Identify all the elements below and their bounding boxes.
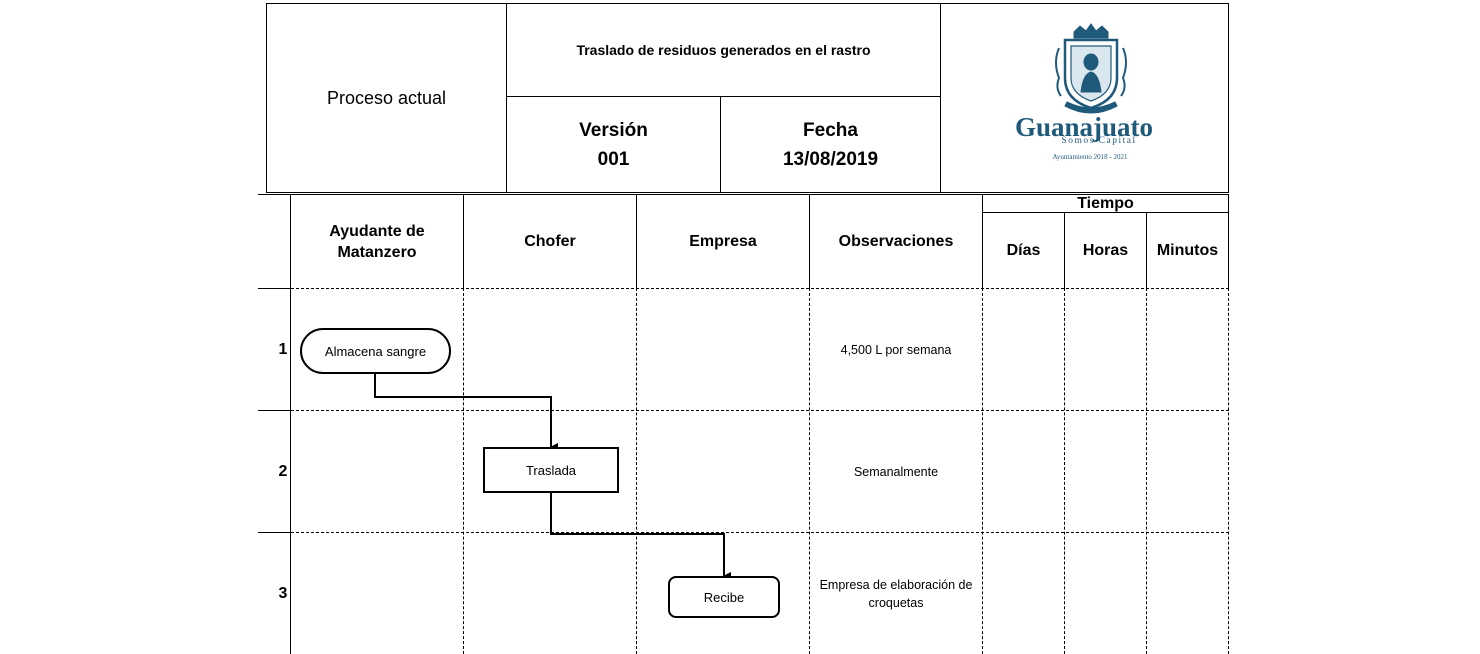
logo-wordmark: Guanajuato xyxy=(1015,112,1153,142)
logo-cell: Guanajuato Somos Capital Ayuntamiento 20… xyxy=(940,3,1229,193)
flow-node-traslada: Traslada xyxy=(483,447,619,493)
version-value: 001 xyxy=(597,148,630,170)
grid-line xyxy=(258,194,1229,195)
grid-line xyxy=(291,288,1229,289)
logo-tagline: Somos Capital xyxy=(1061,136,1136,146)
grid-line xyxy=(809,194,810,288)
grid-line xyxy=(1228,194,1229,288)
process-label: Proceso actual xyxy=(326,87,447,108)
grid-line xyxy=(1064,212,1065,288)
grid-line xyxy=(1064,288,1065,654)
grid-line xyxy=(258,288,291,289)
connector-arrow xyxy=(550,492,731,580)
grid-line xyxy=(291,410,1229,411)
logo-footer: Ayuntamiento 2018 - 2021 xyxy=(1053,153,1128,161)
grid-line xyxy=(463,194,464,288)
grid-line xyxy=(463,288,464,654)
grid-line xyxy=(636,288,637,654)
grid-line xyxy=(258,410,291,411)
row-number: 1 xyxy=(278,340,288,358)
grid-line xyxy=(290,194,291,654)
guanajuato-logo: Guanajuato Somos Capital Ayuntamiento 20… xyxy=(1015,23,1153,161)
row-number: 2 xyxy=(278,462,288,480)
column-header-minutos: Minutos xyxy=(1156,242,1219,259)
observation-cell: Semanalmente xyxy=(853,464,939,479)
column-header-horas: Horas xyxy=(1082,242,1129,259)
column-header-observaciones: Observaciones xyxy=(838,233,954,250)
observation-cell: Empresa de elaboración de croquetas xyxy=(819,577,973,610)
grid-line xyxy=(291,532,1229,533)
grid-line xyxy=(1228,288,1229,654)
grid-line xyxy=(982,212,1229,213)
grid-line xyxy=(258,532,291,533)
grid-line xyxy=(982,288,983,654)
flow-node-almacena-sangre: Almacena sangre xyxy=(300,328,451,374)
row-number: 3 xyxy=(278,584,288,602)
grid-line xyxy=(1146,288,1147,654)
column-header-chofer: Chofer xyxy=(524,233,576,250)
grid-line xyxy=(982,194,983,288)
connector-arrow xyxy=(374,373,558,451)
grid-line xyxy=(809,288,810,654)
column-header-empresa: Empresa xyxy=(689,233,757,250)
grid-line xyxy=(1146,212,1147,288)
date-label: Fecha xyxy=(803,119,858,141)
flow-node-recibe: Recibe xyxy=(668,576,780,618)
document-title: Traslado de residuos generados en el ras… xyxy=(576,42,871,58)
coat-of-arms-icon xyxy=(1055,23,1127,114)
observation-cell: 4,500 L por semana xyxy=(840,342,952,357)
column-header-ayudante: Ayudante de Matanzero xyxy=(329,222,425,261)
grid-line xyxy=(636,194,637,288)
version-label: Versión xyxy=(579,119,648,141)
column-header-tiempo: Tiempo xyxy=(1077,195,1134,212)
column-header-dias: Días xyxy=(1006,242,1041,259)
date-value: 13/08/2019 xyxy=(782,148,879,170)
